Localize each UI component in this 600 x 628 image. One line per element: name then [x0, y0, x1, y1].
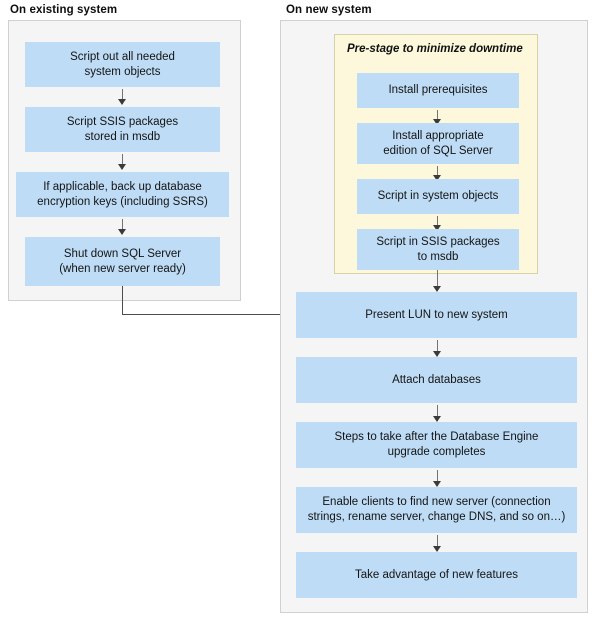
node-line-1: Steps to take after the Database Engine: [334, 431, 539, 443]
node-line-1: Script SSIS packages: [66, 115, 179, 128]
arrow-prestage-to-present-lun: [433, 270, 442, 292]
node-line-1: Take advantage of new features: [354, 568, 519, 581]
node-line-1: Attach databases: [392, 373, 481, 386]
node-line-1: Present LUN to new system: [365, 308, 508, 321]
node-post-upgrade-steps: Steps to take after the Database Engine …: [296, 422, 577, 468]
node-line-2: system objects: [84, 65, 161, 78]
node-take-advantage-new-features: Take advantage of new features: [296, 552, 577, 598]
node-install-sql-server-edition: Install appropriate edition of SQL Serve…: [357, 123, 519, 164]
arrow-new-4-to-5: [433, 535, 442, 552]
node-line-2: to msdb: [417, 250, 459, 263]
cross-connector-horizontal-segment: [122, 314, 288, 316]
arrow-existing-1-to-2: [118, 89, 127, 105]
panel-title-existing-system: On existing system: [10, 4, 118, 16]
node-enable-clients-find-new-server: Enable clients to find new server (conne…: [296, 487, 577, 533]
node-line-1: Install appropriate: [392, 129, 484, 142]
node-line-1: Script in SSIS packages: [376, 235, 500, 248]
arrow-new-1-to-2: [433, 340, 442, 357]
panel-title-new-system: On new system: [286, 4, 372, 16]
node-line-2: stored in msdb: [84, 130, 161, 143]
node-backup-encryption-keys: If applicable, back up database encrypti…: [16, 172, 229, 217]
node-script-in-system-objects: Script in system objects: [357, 179, 519, 214]
pre-stage-label: Pre-stage to minimize downtime: [347, 43, 523, 55]
node-line-2: upgrade completes: [387, 446, 486, 458]
node-shut-down-sql-server: Shut down SQL Server (when new server re…: [25, 237, 220, 286]
node-script-in-ssis-packages-to-msdb: Script in SSIS packages to msdb: [357, 229, 519, 270]
node-install-prerequisites: Install prerequisites: [357, 73, 519, 108]
arrow-prestage-1-to-2: [433, 110, 442, 125]
arrow-existing-2-to-3: [118, 154, 127, 170]
node-line-1: Shut down SQL Server: [63, 247, 182, 260]
arrow-prestage-3-to-4: [433, 216, 442, 231]
node-line-1: Enable clients to find new server (conne…: [322, 496, 551, 508]
node-line-2: encryption keys (including SSRS): [37, 195, 208, 208]
node-line-1: Install prerequisites: [388, 84, 488, 96]
node-script-ssis-packages: Script SSIS packages stored in msdb: [25, 107, 220, 152]
node-present-lun: Present LUN to new system: [296, 292, 577, 338]
arrow-new-2-to-3: [433, 405, 442, 422]
node-script-out-system-objects: Script out all needed system objects: [25, 42, 220, 87]
node-line-1: Script in system objects: [377, 190, 499, 202]
cross-connector-vertical-segment: [122, 286, 124, 315]
arrow-new-3-to-4: [433, 470, 442, 487]
arrow-existing-3-to-4: [118, 219, 127, 235]
node-line-2: strings, rename server, change DNS, and …: [307, 511, 566, 523]
arrow-prestage-2-to-3: [433, 166, 442, 181]
node-line-1: Script out all needed: [70, 50, 175, 63]
node-line-1: If applicable, back up database: [43, 180, 202, 193]
node-line-2: edition of SQL Server: [383, 144, 493, 157]
node-attach-databases: Attach databases: [296, 357, 577, 403]
node-line-2: (when new server ready): [59, 262, 186, 275]
